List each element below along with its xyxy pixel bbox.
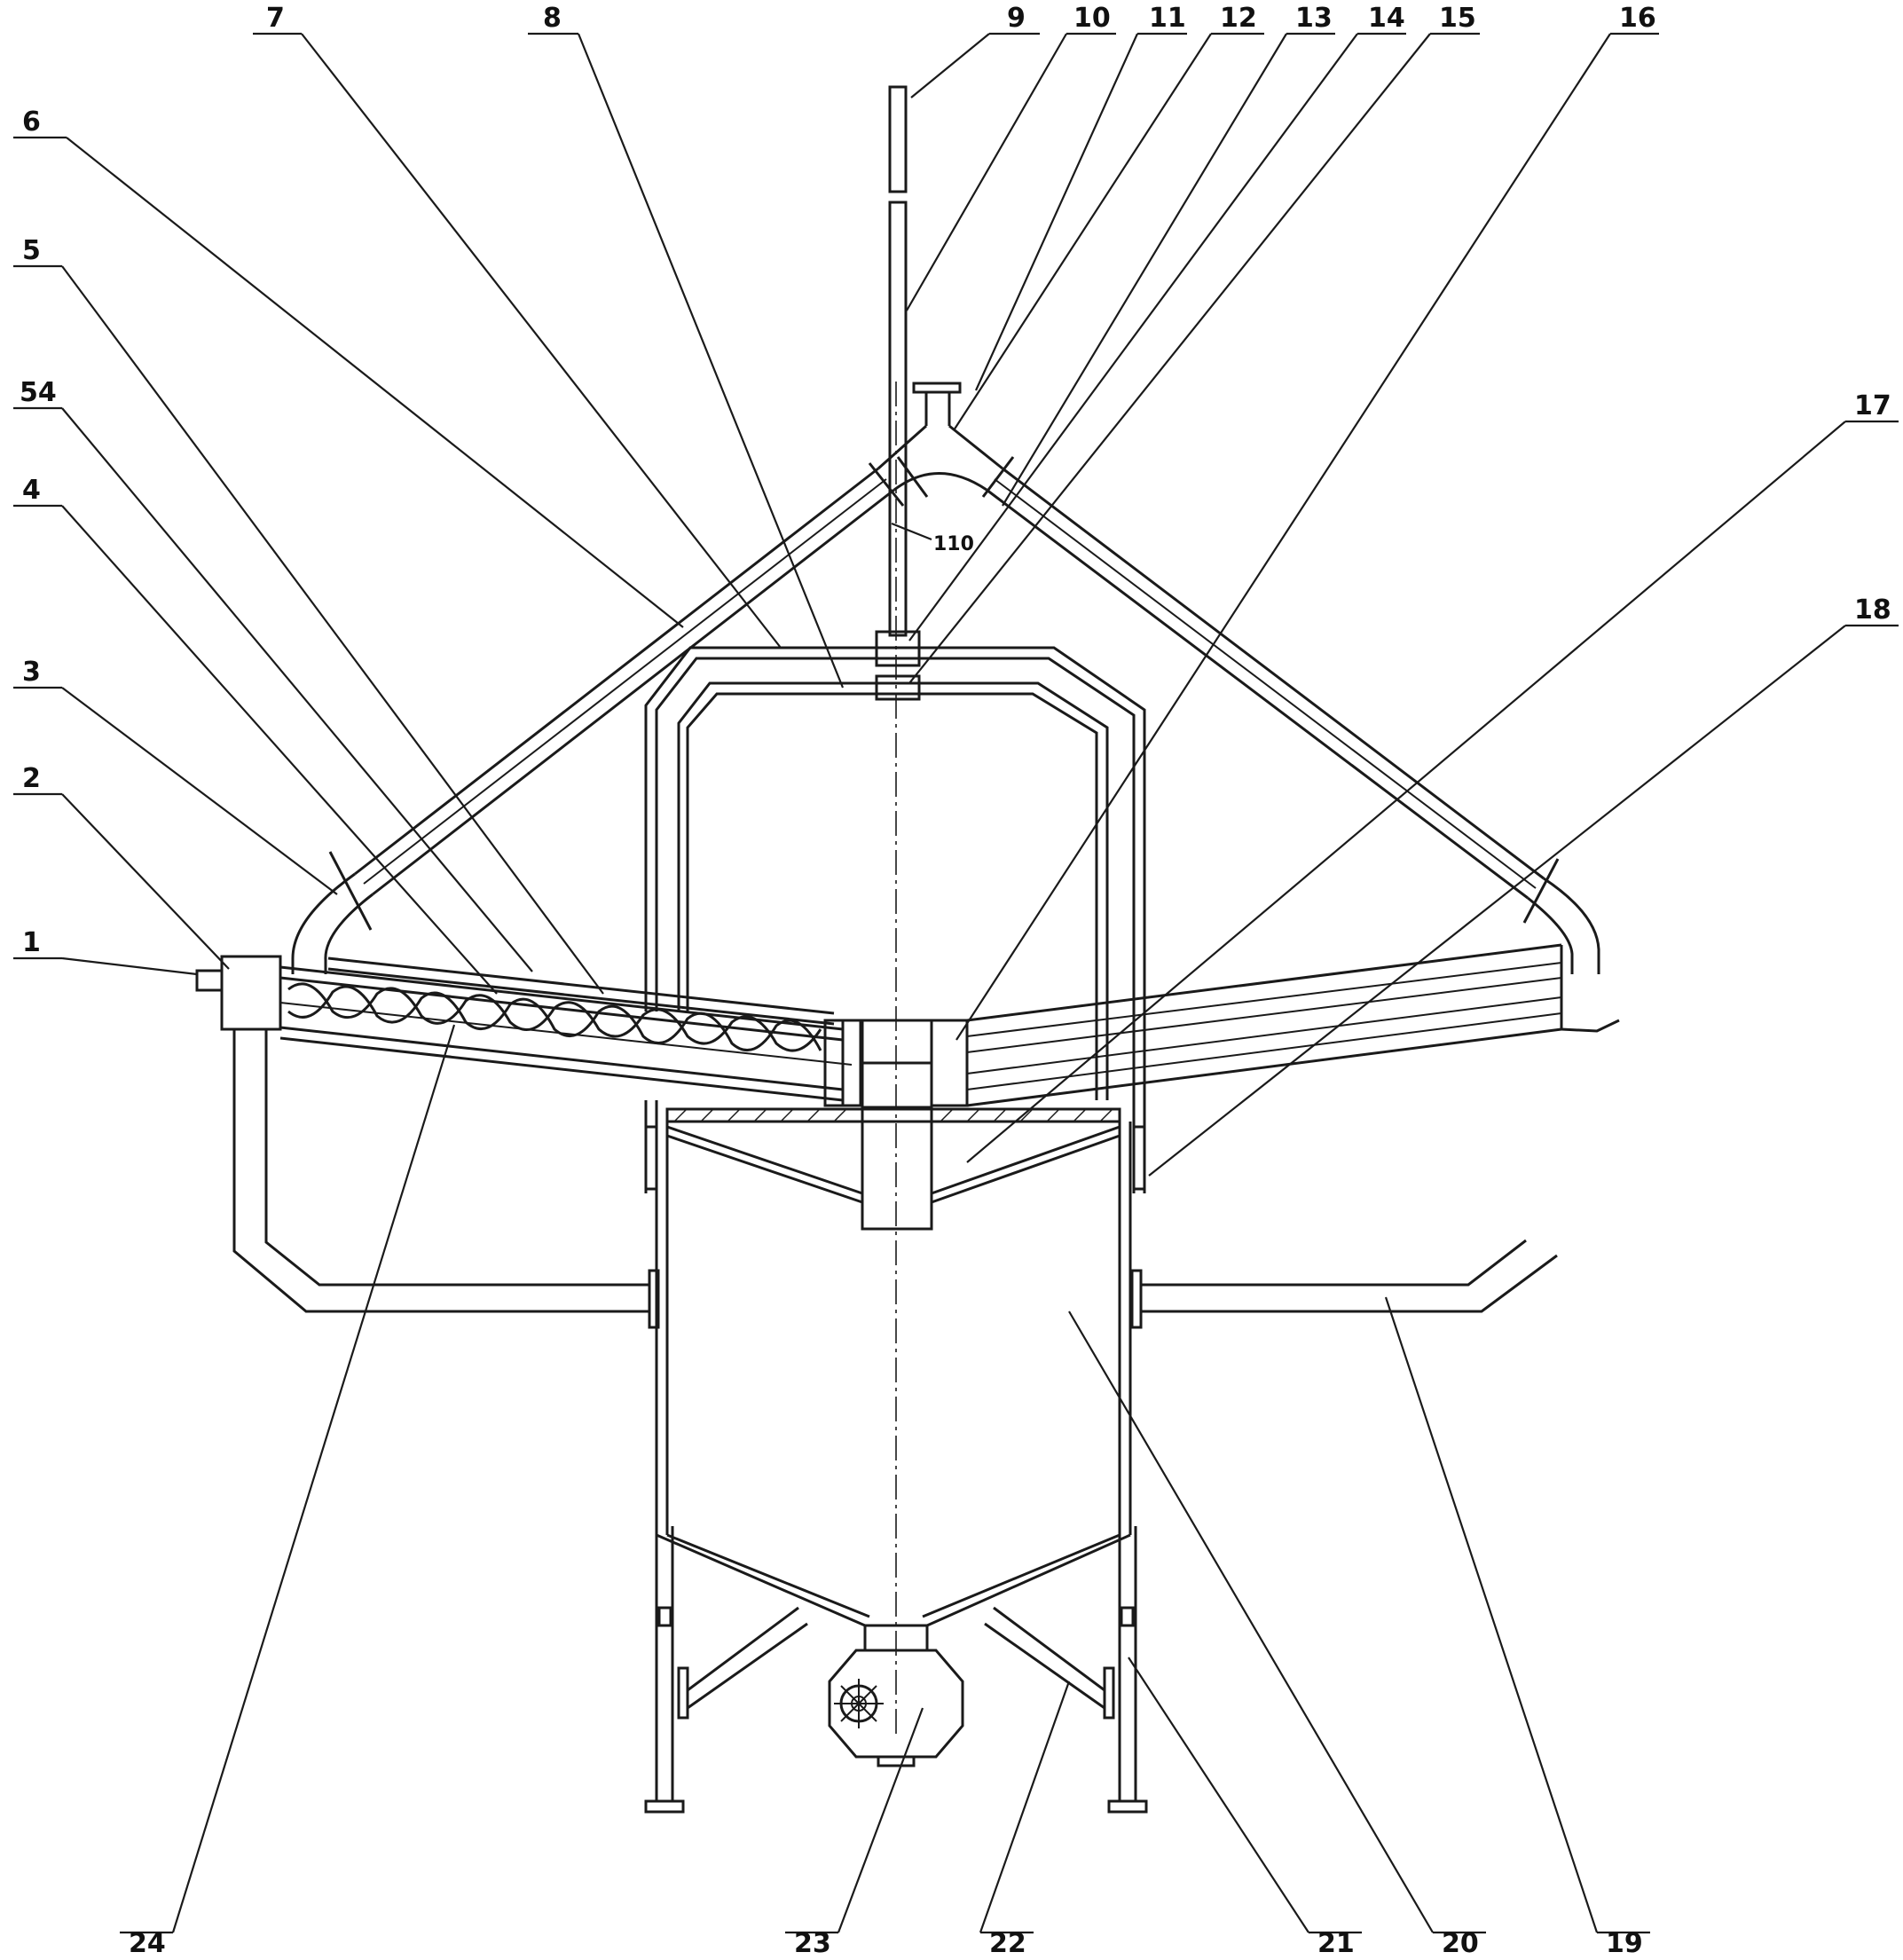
label-5: 5 [22,235,41,266]
rotary-valve [828,1649,964,1767]
label-7: 7 [266,3,285,34]
main-vessel [644,1122,1146,1652]
label-16: 16 [1619,3,1656,34]
drive-shaft [195,969,224,992]
label-6: 6 [22,106,41,138]
label-20: 20 [1442,1928,1479,1959]
leader-lines [13,32,1899,1934]
drive-box [220,955,282,1031]
label-23: 23 [794,1928,831,1959]
label-22: 22 [989,1928,1026,1959]
label-18: 18 [1854,594,1891,626]
callout-labels: 1 2 3 4 54 5 6 7 8 9 10 11 12 13 14 15 1… [20,3,1891,1959]
label-2: 2 [22,763,41,794]
side-pipes [232,1029,1558,1329]
left-screw-conveyor [195,955,862,1107]
label-8: 8 [543,3,562,34]
central-hub [861,1019,969,1231]
label-3: 3 [22,657,41,688]
label-19: 19 [1606,1928,1643,1959]
label-4: 4 [22,475,41,506]
label-9: 9 [1007,3,1026,34]
label-13: 13 [1295,3,1333,34]
label-15: 15 [1439,3,1476,34]
label-110: 110 [933,533,974,555]
label-21: 21 [1317,1928,1355,1959]
upper-housing [644,646,1146,1193]
left-return-pipe [291,456,929,974]
label-14: 14 [1368,3,1405,34]
label-11: 11 [1149,3,1186,34]
label-1: 1 [22,927,41,958]
top-outlet-tee [877,382,1003,492]
distribution-plate [665,1107,1121,1204]
support-legs [644,1526,1148,1814]
label-10: 10 [1073,3,1111,34]
vertical-shaft [875,85,921,701]
label-54: 54 [20,377,57,408]
right-return-pipe [981,456,1600,974]
label-17: 17 [1854,390,1891,421]
label-24: 24 [129,1928,166,1959]
right-conveyor-tube [966,943,1620,1107]
label-12: 12 [1220,3,1257,34]
